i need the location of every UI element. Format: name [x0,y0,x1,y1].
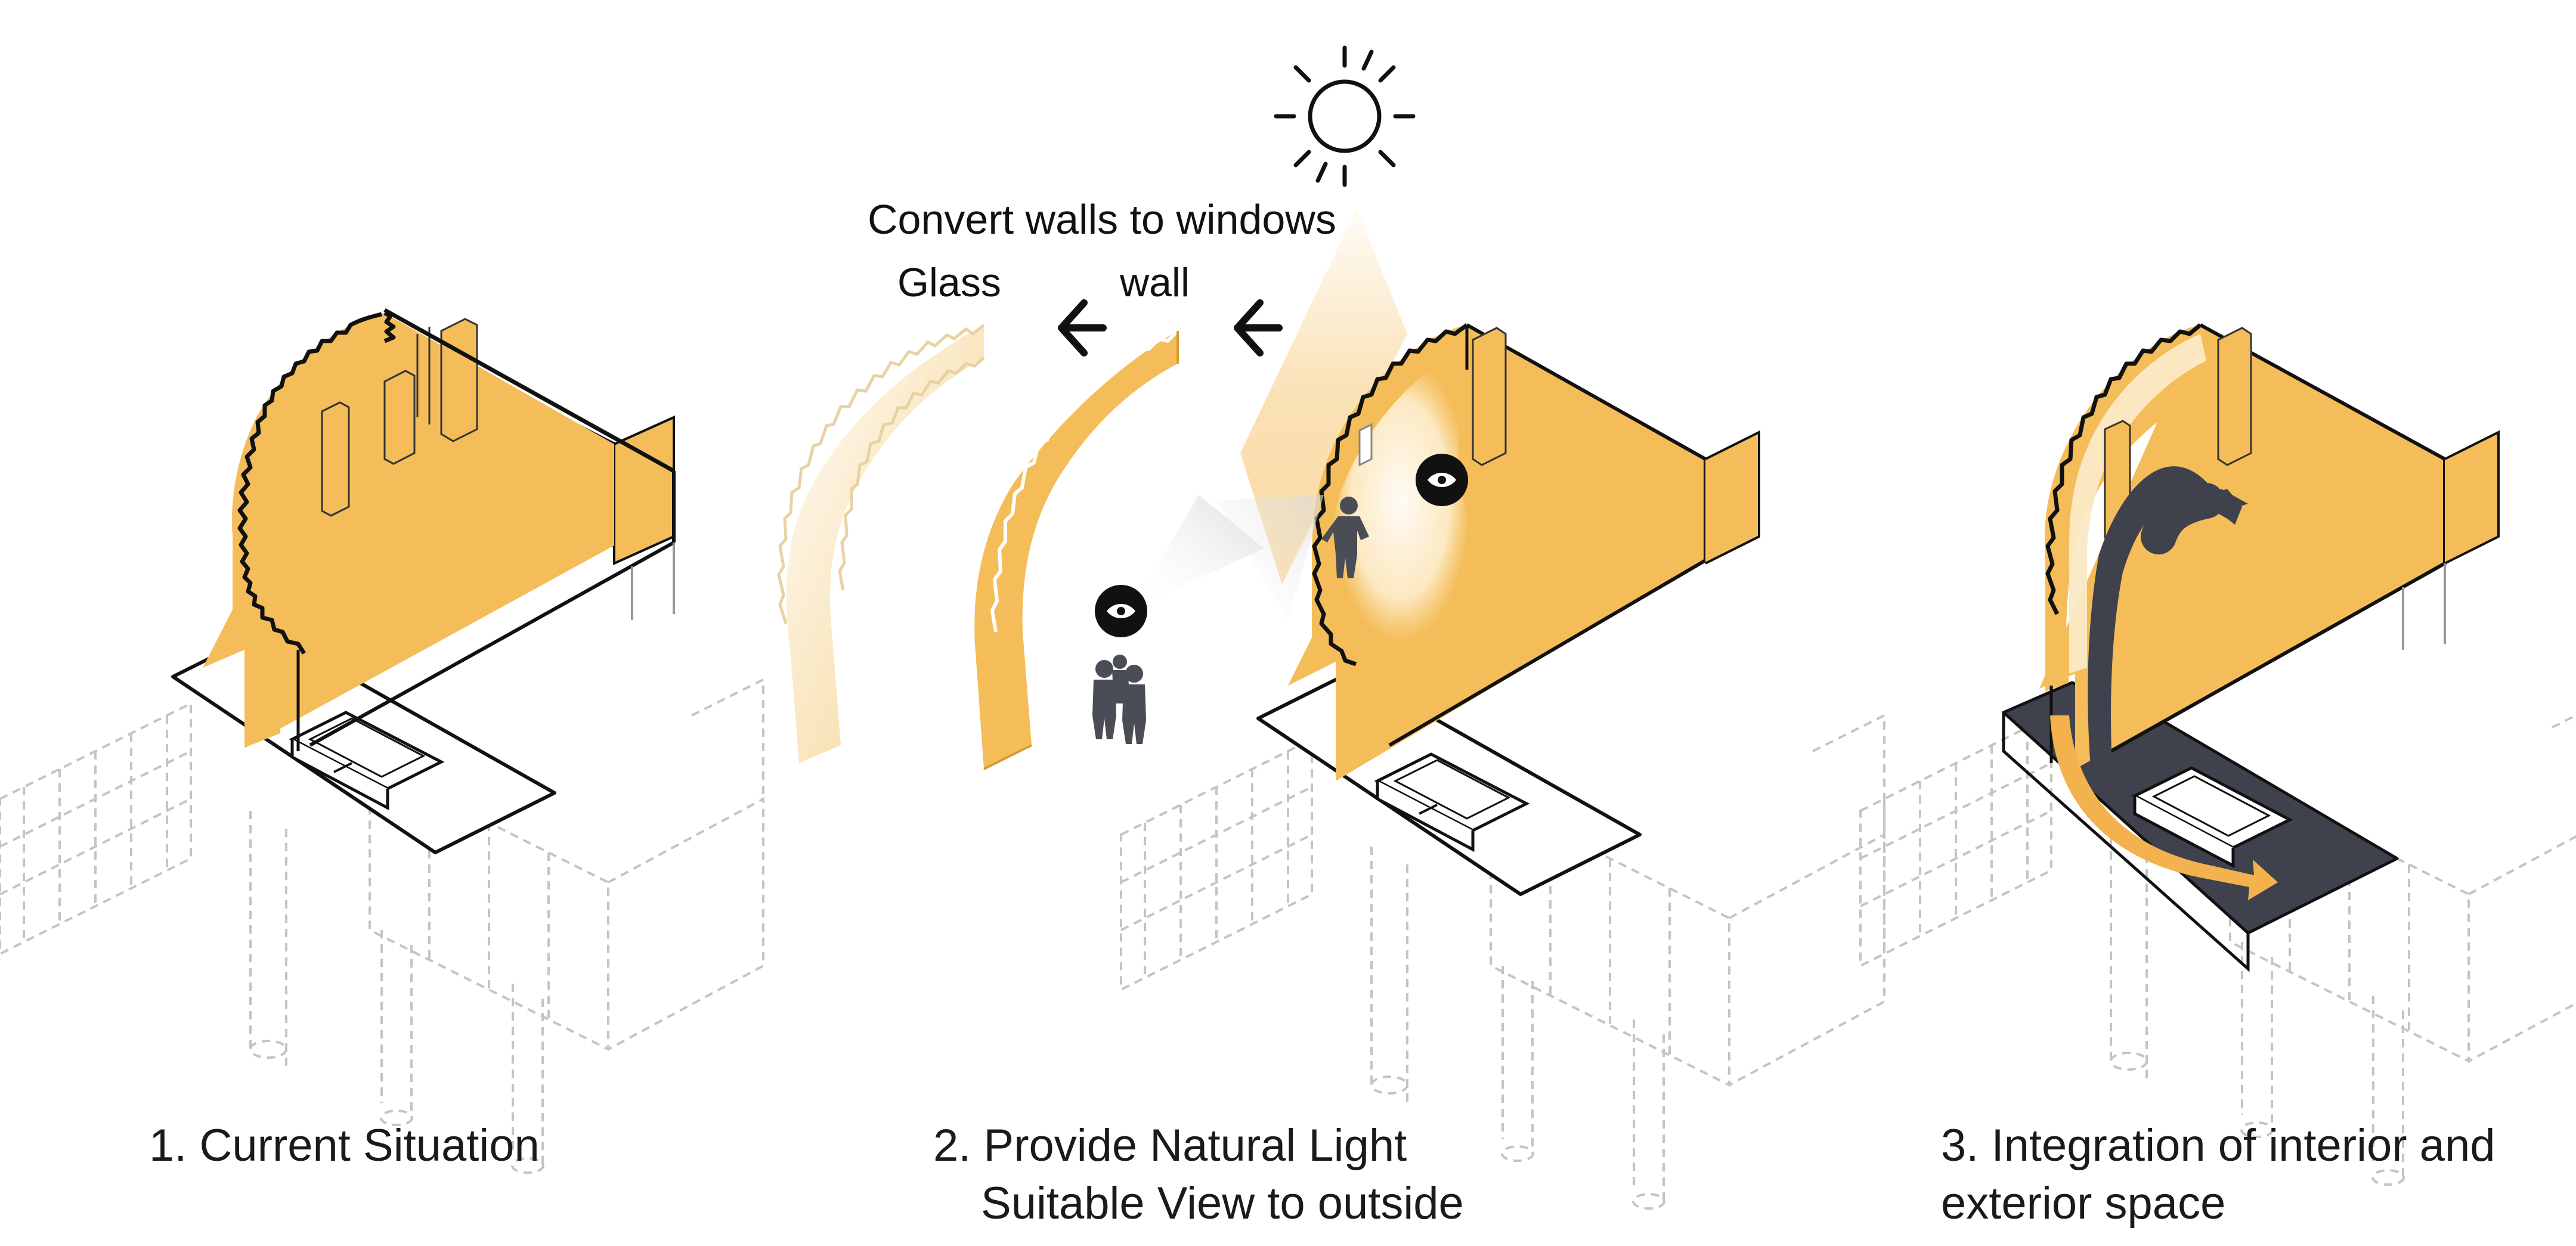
eye-icon [1095,585,1147,637]
arrow-up-icon [2088,466,2248,793]
sun-icon [1274,45,1416,187]
arrow-left-icon [1058,299,1107,357]
eye-icon [1416,454,1468,506]
glass-label: Glass [897,260,1001,305]
wall-label: wall [1119,260,1190,305]
person-icon [1092,655,1146,744]
panel-1-current-situation [0,308,764,1174]
arrow-right-icon [2050,715,2278,900]
caption-panel-3-line-2: exterior space [1941,1178,2226,1229]
caption-panel-2-line-2: Suitable View to outside [981,1178,1464,1229]
arrow-left-icon [1234,299,1283,357]
caption-panel-3-line-1: 3. Integration of interior and [1941,1120,2496,1171]
panel-3-integration [1859,323,2576,1186]
caption-panel-1: 1. Current Situation [149,1120,540,1171]
convert-walls-label: Convert walls to windows [868,196,1336,243]
panel-2-natural-light [777,45,1885,1210]
glass-panel [777,324,985,763]
person-icon [1321,497,1369,578]
caption-panel-2-line-1: 2. Provide Natural Light [933,1120,1407,1171]
wall-panel [974,329,1179,770]
